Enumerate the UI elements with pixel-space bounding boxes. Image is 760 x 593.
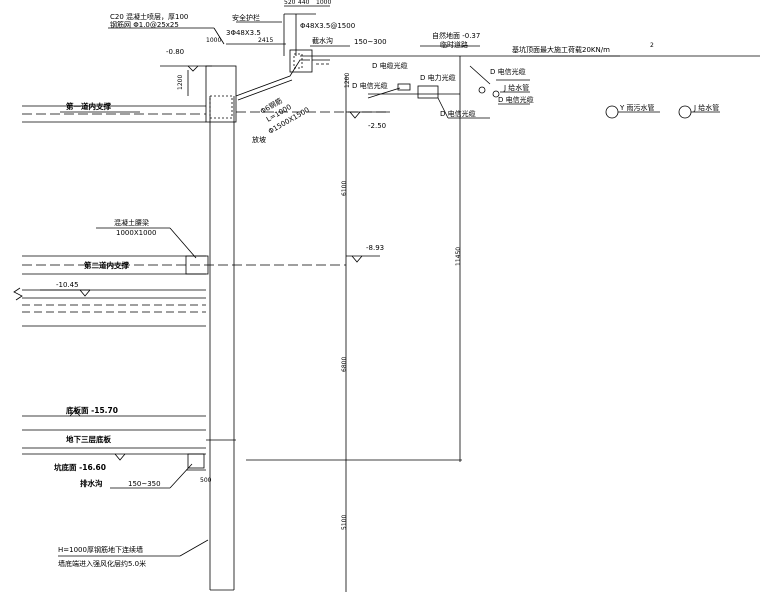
dim-1000-top: 1000 [316, 0, 331, 6]
pit-base-label: 坑底面 -16.60 [54, 462, 106, 472]
ground-level-label: 自然地面 -0.37 [432, 31, 480, 40]
cable-light: D 电信光缆 [352, 81, 388, 90]
water-pipe-label: J 给水管 [693, 103, 719, 112]
pipe-right-label: Φ48X3.5@1500 [300, 22, 355, 30]
cable-d1: D 电缆光缆 [372, 61, 408, 70]
cap-beam [205, 65, 237, 123]
dim-500: 500 [200, 477, 212, 484]
strut1-label: 第一道内支撑 [66, 101, 111, 111]
drain-leader-tip [169, 463, 193, 489]
cable-box-a [397, 83, 411, 91]
dim-2415: 2415 [258, 37, 273, 44]
cable-box-b [417, 85, 439, 99]
surcharge-label: 基坑顶面最大施工荷载20KN/m [512, 45, 610, 54]
cable-leader-a [367, 87, 401, 99]
strut2-label: 第二道内支撑 [84, 260, 129, 270]
level-250: -2.50 [368, 122, 386, 130]
drain-size: 150~350 [128, 480, 161, 488]
gutter-inner [293, 53, 303, 69]
surcharge-sup: 2 [650, 42, 654, 49]
level-mark-250 [349, 111, 361, 119]
mesh-label: 钢筋网 Φ1.0@25x25 [110, 20, 179, 29]
waler-leader-tip [169, 227, 197, 259]
cable-d3: D 电信光缆 [490, 67, 526, 76]
rail-label: 安全护栏 [232, 13, 260, 22]
c20-label: C20 混凝土喷层，厚100 [110, 12, 188, 21]
leader-c20-tip [213, 27, 225, 45]
dim-6800: 6800 [341, 357, 348, 372]
gutter-label: 截水沟 [312, 36, 333, 45]
temp-road-label: 临时道路 [440, 40, 468, 49]
gutter-box [289, 49, 313, 73]
cable-leader-b [437, 97, 449, 119]
level-mark-080 [187, 65, 199, 72]
level-1045: -10.45 [56, 281, 79, 289]
rain-pipe-circle [605, 105, 619, 119]
cable-leader-c [469, 65, 491, 85]
wall-note-1: H=1000厚钢筋地下连续墙 [58, 545, 143, 554]
floor3-label: 地下三层底板 [66, 434, 111, 444]
drain-label: 排水沟 [80, 478, 103, 488]
pipe-circle-a [478, 86, 486, 94]
slope-line-2 [237, 79, 293, 101]
level-mark-893 [351, 255, 363, 263]
waler-box [185, 255, 209, 275]
dim-11450: 11450 [455, 247, 462, 266]
cable-j: J 给水管 [503, 83, 529, 92]
dim-1000b: 1000 [206, 37, 221, 44]
rain-pipe-label: Y 雨污水管 [619, 103, 655, 112]
level-mark-1660 [114, 453, 126, 461]
dim-1200-r: 1200 [344, 73, 351, 88]
dim-520: 520 [284, 0, 296, 6]
wall-note-leader [179, 539, 209, 557]
break-mark [13, 287, 23, 301]
cable-d2: D 电信光缆 [440, 109, 476, 118]
cable-power: D 电力光缆 [420, 73, 456, 82]
wall-note-2: 墙底端进入强风化层约5.0米 [58, 559, 146, 568]
level-893: -8.93 [366, 244, 384, 252]
level-mark-1045 [79, 289, 91, 297]
slope-line [235, 59, 310, 97]
pipe-circle-b [492, 90, 500, 98]
dim-5100: 5100 [341, 515, 348, 530]
dim-6100: 6100 [341, 181, 348, 196]
water-pipe-circle [678, 105, 692, 119]
level-080: -0.80 [166, 48, 184, 56]
gutter-size: 150~300 [354, 38, 387, 46]
level-mark-1570 [69, 409, 81, 417]
waler-size: 1000X1000 [116, 229, 156, 237]
drain-sump [187, 453, 205, 469]
dim-440: 440 [298, 0, 310, 6]
base-level-label: 底板面 -15.70 [66, 405, 118, 415]
waler-label: 混凝土腰梁 [114, 218, 149, 227]
pipe-left-label: 3Φ48X3.5 [226, 29, 261, 37]
dim-1200: 1200 [177, 75, 184, 90]
slope-label: 放坡 [252, 135, 266, 144]
cable-d4: D 电信光缆 [498, 95, 534, 104]
cap-beam-inner [209, 95, 233, 119]
